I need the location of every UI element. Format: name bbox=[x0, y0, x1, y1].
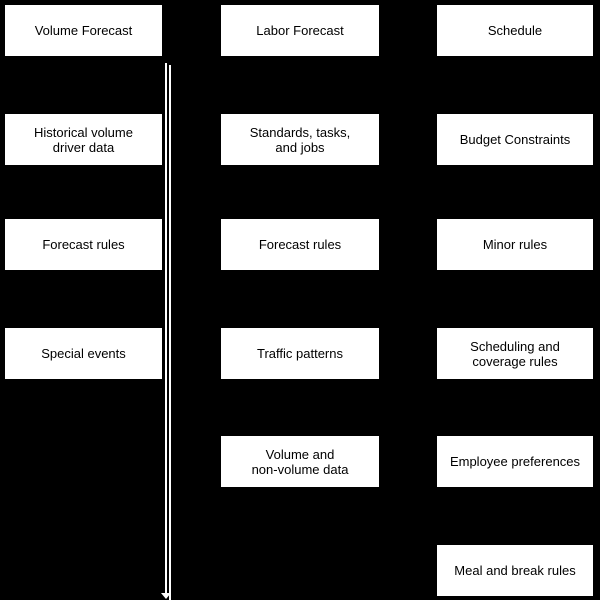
box-schedule: Schedule bbox=[435, 3, 595, 58]
box-budget-constraints: Budget Constraints bbox=[435, 112, 595, 167]
box-employee-preferences: Employee preferences bbox=[435, 434, 595, 489]
box-special-events: Special events bbox=[3, 326, 164, 381]
flow-line-secondary bbox=[169, 65, 171, 600]
flow-arrow-shaft bbox=[165, 63, 167, 594]
box-minor-rules: Minor rules bbox=[435, 217, 595, 272]
box-labor-forecast: Labor Forecast bbox=[219, 3, 381, 58]
box-standards-tasks-jobs: Standards, tasks, and jobs bbox=[219, 112, 381, 167]
box-volume-forecast: Volume Forecast bbox=[3, 3, 164, 58]
box-forecast-rules-volume: Forecast rules bbox=[3, 217, 164, 272]
box-forecast-rules-labor: Forecast rules bbox=[219, 217, 381, 272]
box-scheduling-coverage-rules: Scheduling and coverage rules bbox=[435, 326, 595, 381]
box-meal-break-rules: Meal and break rules bbox=[435, 543, 595, 598]
box-traffic-patterns: Traffic patterns bbox=[219, 326, 381, 381]
box-historical-volume-driver-data: Historical volume driver data bbox=[3, 112, 164, 167]
box-volume-non-volume-data: Volume and non-volume data bbox=[219, 434, 381, 489]
flow-arrow-down-head bbox=[161, 593, 171, 599]
